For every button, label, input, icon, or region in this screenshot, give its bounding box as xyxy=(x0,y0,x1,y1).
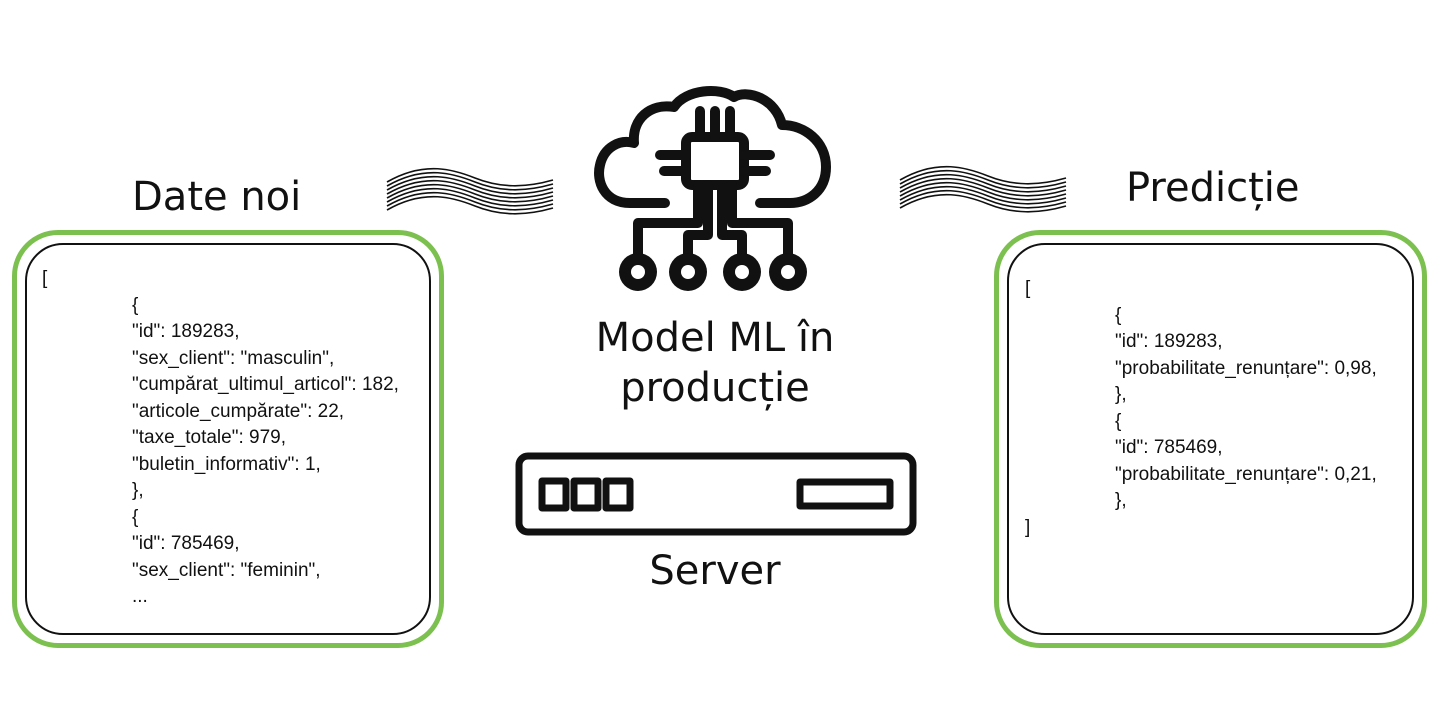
code-line: }, xyxy=(1115,490,1127,511)
code-line: "id": 785469, xyxy=(132,533,240,554)
model-label-line1: Model ML în xyxy=(595,315,835,361)
code-line: "articole_cumpărate": 22, xyxy=(132,400,345,422)
prediction-title: Predicție xyxy=(1126,165,1300,211)
code-line: "sex_client": "masculin", xyxy=(132,347,335,369)
wave-lines-icon xyxy=(386,167,554,215)
code-line: }, xyxy=(132,480,144,501)
code-line: { xyxy=(132,506,139,528)
input-data-panel-inner xyxy=(25,243,431,635)
wave-lines-icon xyxy=(899,165,1067,213)
code-line: "probabilitate_renunțare": 0,98, xyxy=(1115,357,1377,379)
code-line: ... xyxy=(132,586,148,607)
code-line: [ xyxy=(42,268,48,289)
code-line: ] xyxy=(1025,516,1031,538)
code-line: "probabilitate_renunțare": 0,21, xyxy=(1115,463,1377,485)
code-line: "sex_client": "feminin", xyxy=(132,559,321,581)
prediction-panel-inner xyxy=(1007,243,1414,635)
code-line: [ xyxy=(1025,278,1031,299)
input-data-panel xyxy=(12,230,444,648)
model-label: Model ML în producție xyxy=(545,313,885,413)
code-line: "cumpărat_ultimul_articol": 182, xyxy=(132,374,399,395)
code-line: }, xyxy=(1115,384,1127,405)
cloud-chip-icon xyxy=(594,86,831,291)
input-data-title: Date noi xyxy=(132,174,302,220)
model-label-line2: producție xyxy=(620,365,810,411)
code-line: "id": 189283, xyxy=(132,321,240,342)
code-line: "taxe_totale": 979, xyxy=(132,427,286,448)
code-line: "id": 785469, xyxy=(1115,437,1223,458)
code-line: { xyxy=(1115,304,1122,326)
server-rack-icon xyxy=(515,452,917,536)
code-line: { xyxy=(132,294,139,316)
code-line: { xyxy=(1115,410,1122,432)
server-label: Server xyxy=(649,548,781,594)
prediction-json-block: [ { "id": 189283, "probabilitate_renunțare"… xyxy=(1025,276,1377,541)
code-line: "id": 189283, xyxy=(1115,331,1223,352)
input-json-block: [ { "id": 189283, "sex_client": "masculin",… xyxy=(42,266,399,611)
code-line: "buletin_informativ": 1, xyxy=(132,453,321,475)
prediction-panel xyxy=(994,230,1427,648)
